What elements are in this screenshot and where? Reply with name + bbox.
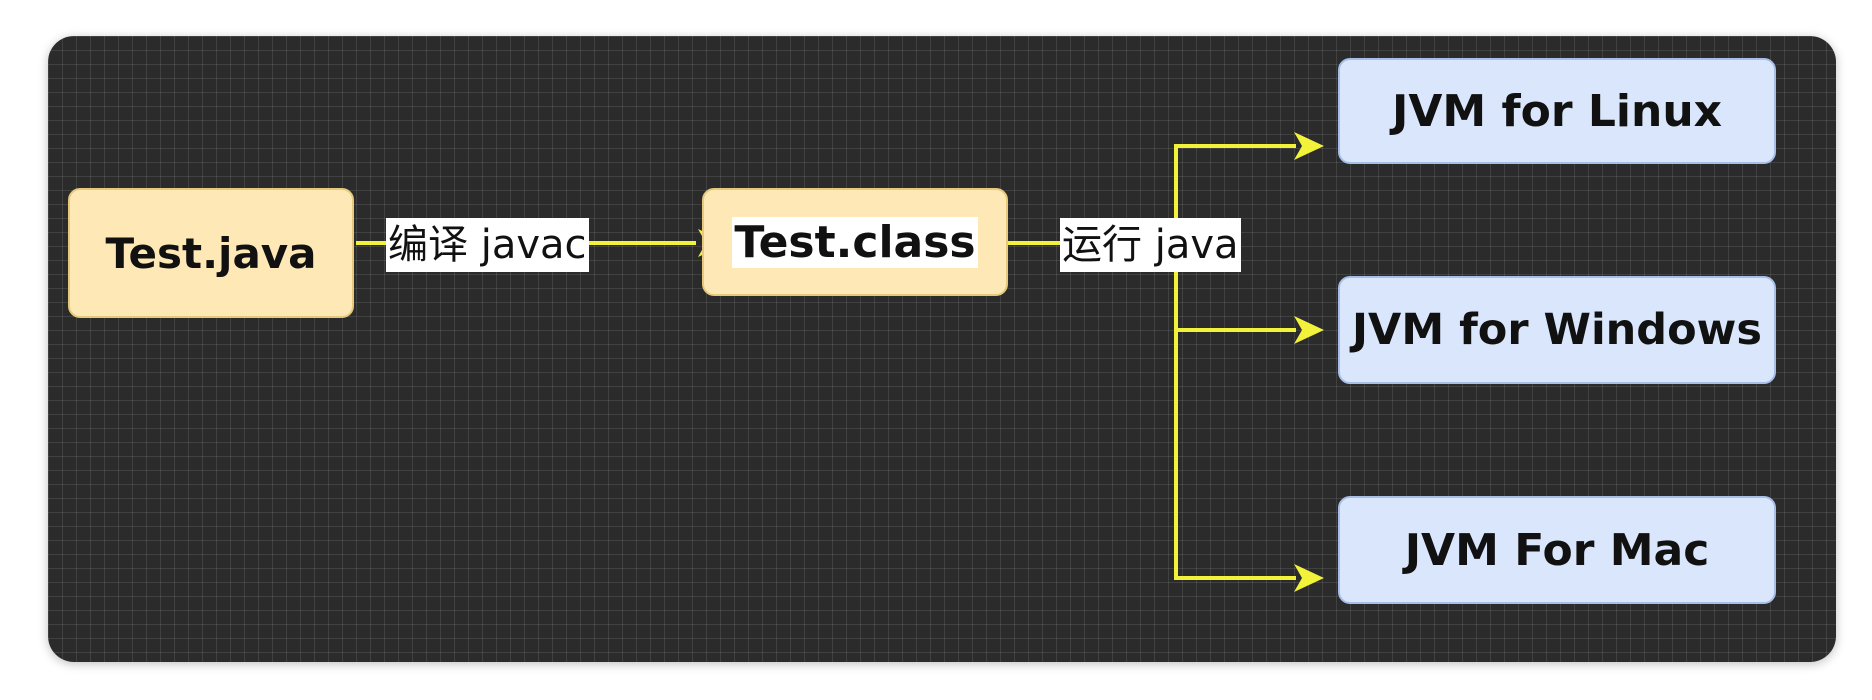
edge-to-windows-arrowhead <box>1294 316 1324 344</box>
node-jvm-windows[interactable]: JVM for Windows <box>1338 276 1776 384</box>
node-jvm-linux[interactable]: JVM for Linux <box>1338 58 1776 164</box>
node-jvm-windows-label: JVM for Windows <box>1352 305 1762 355</box>
edge-to-linux-arrowhead <box>1294 132 1324 160</box>
node-test-class-label: Test.class <box>732 216 978 268</box>
edge-run-label: 运行 java <box>1060 218 1241 272</box>
node-jvm-mac[interactable]: JVM For Mac <box>1338 496 1776 604</box>
edge-to-mac-arrowhead <box>1294 564 1324 592</box>
node-test-class[interactable]: Test.class <box>702 188 1008 296</box>
node-jvm-linux-label: JVM for Linux <box>1391 85 1723 137</box>
node-test-java[interactable]: Test.java <box>68 188 354 318</box>
node-jvm-mac-label: JVM For Mac <box>1404 524 1710 576</box>
edge-compile-label: 编译 javac <box>386 218 589 272</box>
node-test-java-label: Test.java <box>103 228 319 278</box>
diagram-canvas: Test.java Test.class JVM for Linux JVM f… <box>48 36 1836 662</box>
